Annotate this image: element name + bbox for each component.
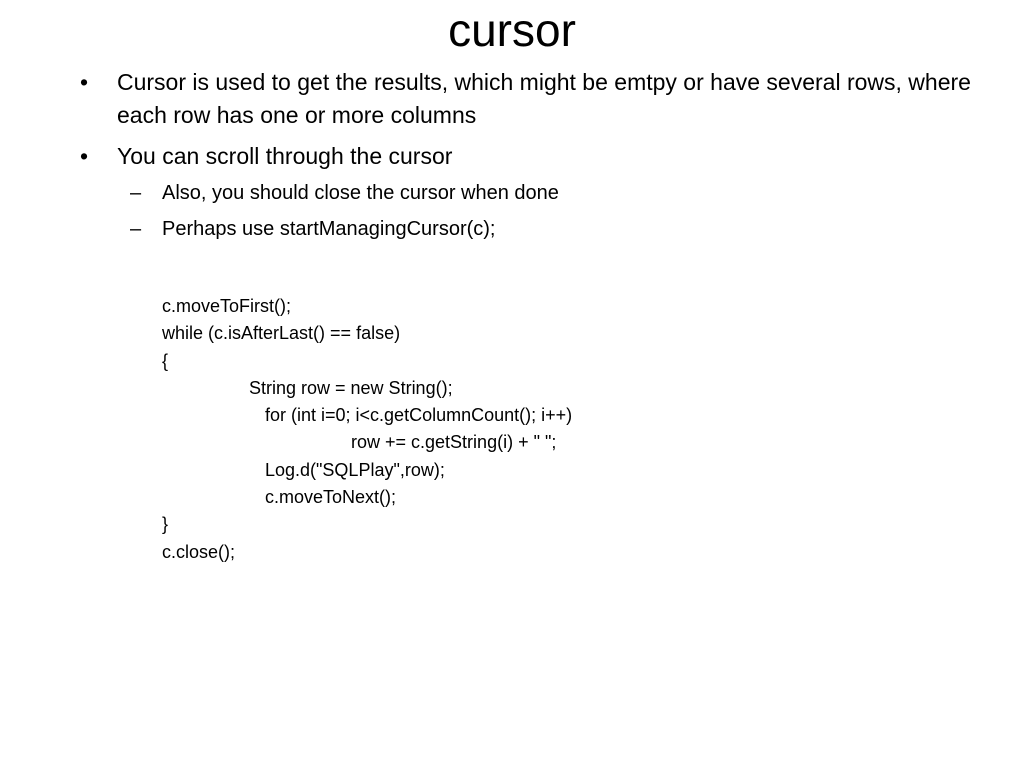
code-line: while (c.isAfterLast() == false) (162, 323, 401, 344)
code-line: c.moveToNext(); (265, 487, 397, 508)
code-line: { (162, 350, 169, 371)
bullet-marker: • (80, 143, 89, 169)
bullet-text: Cursor is used to get the results, which… (117, 69, 971, 128)
bullet-item: • You can scroll through the cursor – Al… (72, 140, 972, 247)
sub-bullet-item: – Also, you should close the cursor when… (117, 175, 972, 211)
bullet-text: You can scroll through the cursor (117, 143, 453, 169)
code-line: for (int i=0; i<c.getColumnCount(); i++) (265, 405, 573, 426)
code-block: c.moveToFirst(); while (c.isAfterLast() … (162, 293, 862, 566)
slide-title: cursor (448, 4, 576, 56)
bullet-marker: • (80, 69, 89, 95)
code-line: String row = new String(); (249, 377, 453, 398)
code-line: } (162, 514, 169, 535)
code-line: c.moveToFirst(); (162, 296, 292, 316)
sub-bullet-list: – Also, you should close the cursor when… (117, 175, 972, 247)
code-line: c.close(); (162, 541, 236, 562)
sub-bullet-item: – Perhaps use startManagingCursor(c); (117, 211, 972, 247)
code-line: row += c.getString(i) + " "; (351, 432, 557, 453)
bullet-item: • Cursor is used to get the results, whi… (72, 66, 972, 132)
bullet-list: • Cursor is used to get the results, whi… (72, 66, 972, 255)
code-line: Log.d("SQLPlay",row); (265, 459, 445, 480)
dash-marker: – (130, 218, 142, 240)
sub-bullet-text: Perhaps use startManagingCursor(c); (162, 218, 496, 240)
dash-marker: – (130, 182, 142, 204)
sub-bullet-text: Also, you should close the cursor when d… (162, 182, 559, 204)
